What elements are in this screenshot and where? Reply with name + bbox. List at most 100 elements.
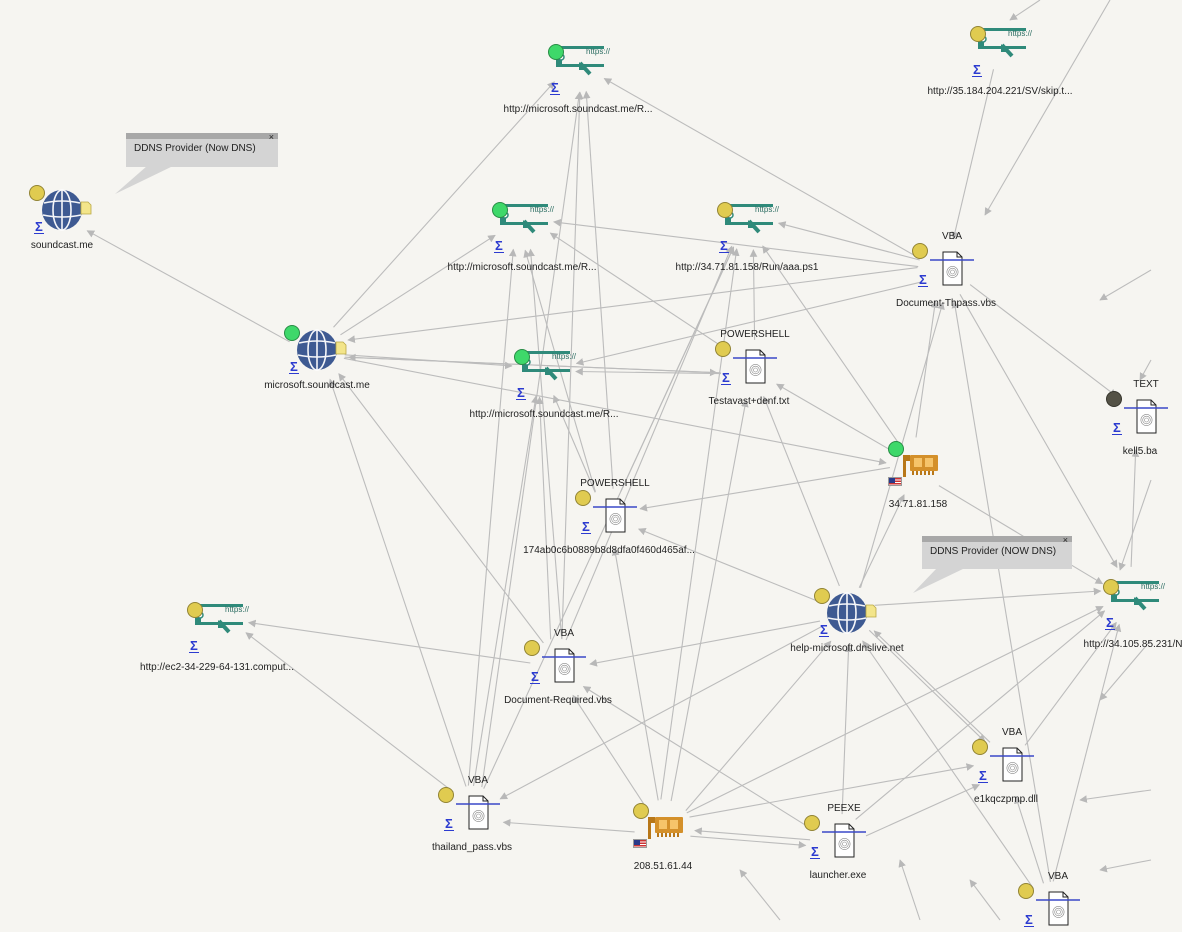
- edge-offscreen-2: [1099, 269, 1152, 301]
- sigma-icon: Σ: [819, 622, 829, 637]
- callout-pointer: [115, 166, 173, 194]
- edge-offscreen-3: [1139, 359, 1152, 381]
- edge-ip2-thai: [502, 818, 635, 833]
- edge-offscreen-4: [1118, 479, 1152, 571]
- sigma-icon: Σ: [289, 359, 299, 374]
- sigma-icon: Σ: [918, 272, 928, 287]
- edge-ip2-doc_req: [572, 694, 646, 807]
- edge-vba_bottom-help: [862, 640, 1035, 890]
- status-dot: [1018, 883, 1034, 899]
- node-label: http://35.184.204.221/SV/skip.t...: [927, 86, 1073, 97]
- node-label: Document-Required.vbs: [504, 695, 612, 706]
- edge-doc_thpass-url4: [777, 221, 920, 261]
- edge-doc_thpass-kell5: [969, 284, 1118, 397]
- note-icon: [335, 341, 347, 359]
- edge-testavast-url4: [749, 249, 758, 340]
- node-label: 174ab0c6b0889b8d8dfa0f460d465af...: [523, 545, 695, 556]
- edge-thai-url5: [472, 395, 539, 786]
- node-type-label: PEEXE: [827, 803, 861, 814]
- edge-ip2-url4: [660, 248, 740, 800]
- fingerprint-file-icon: [1036, 891, 1080, 932]
- close-icon[interactable]: ×: [1062, 535, 1068, 545]
- node-label: thailand_pass.vbs: [431, 842, 513, 853]
- fingerprint-file-icon: [822, 823, 866, 864]
- edge-ps_hash-url1: [582, 90, 614, 489]
- status-dot: [633, 803, 649, 819]
- edge-e1k-url6: [1024, 621, 1117, 746]
- edge-ip2-ps_hash: [611, 547, 659, 801]
- node-type-label: VBA: [553, 628, 575, 639]
- edge-offscreen-10: [1079, 789, 1152, 803]
- node-label: 34.71.81.158: [888, 499, 948, 510]
- edge-doc_thpass-url3: [553, 218, 919, 268]
- edge-vba_bottom-e1k: [1014, 795, 1045, 884]
- sigma-icon: Σ: [550, 80, 560, 95]
- status-dot: [804, 815, 820, 831]
- status-dot: [814, 588, 830, 604]
- fingerprint-file-icon: [542, 648, 586, 689]
- edge-launcher-e1k: [865, 784, 981, 837]
- note-icon: [865, 604, 877, 622]
- sigma-icon: Σ: [972, 62, 982, 77]
- edge-offscreen-9: [739, 869, 781, 921]
- callout-text: DDNS Provider (NOW DNS): [930, 546, 1057, 557]
- sigma-icon: Σ: [721, 370, 731, 385]
- sigma-icon: Σ: [810, 844, 820, 859]
- edge-ip2-url6: [686, 606, 1104, 814]
- node-label: 208.51.61.44: [633, 861, 693, 872]
- sigma-icon: Σ: [719, 238, 729, 253]
- edge-thai-url3: [467, 248, 517, 786]
- edge-help-doc_req: [589, 620, 821, 667]
- sigma-icon: Σ: [34, 219, 44, 234]
- node-label: kell5.ba: [1122, 446, 1158, 457]
- edge-doc_req-url1: [561, 91, 584, 640]
- url-tag: https://: [552, 352, 577, 361]
- edge-thai-url1: [481, 91, 583, 788]
- edge-vba_bottom-doc_thpass: [951, 300, 1051, 882]
- sigma-icon: Σ: [1024, 912, 1034, 927]
- edge-ip1-testavast: [776, 383, 895, 453]
- edge-thai-msc: [328, 378, 467, 787]
- callout-text: DDNS Provider (Now DNS): [134, 143, 256, 154]
- edge-launcher-url6: [855, 610, 1106, 820]
- node-type-label: POWERSHELL: [580, 478, 650, 489]
- ddns-provider-callout: × DDNS Provider (Now DNS): [126, 133, 278, 167]
- node-type-label: POWERSHELL: [720, 329, 790, 340]
- fingerprint-file-icon: [593, 498, 637, 539]
- edge-vba_bottom-url6: [1052, 623, 1122, 882]
- status-dot: [492, 202, 508, 218]
- node-label: http://34.105.85.231/N: [1083, 639, 1182, 650]
- sigma-icon: Σ: [444, 816, 454, 831]
- us-flag-icon: [633, 839, 647, 848]
- globe-icon: [295, 328, 339, 377]
- status-dot: [29, 185, 45, 201]
- status-dot: [717, 202, 733, 218]
- close-icon[interactable]: ×: [268, 132, 274, 142]
- edge-doc_req-msc: [338, 373, 544, 644]
- status-dot: [514, 349, 530, 365]
- edge-offscreen-8: [1099, 859, 1152, 873]
- globe-icon: [825, 591, 869, 640]
- sigma-icon: Σ: [581, 519, 591, 534]
- edge-doc_thpass-url1: [603, 78, 921, 260]
- sigma-icon: Σ: [1105, 615, 1115, 630]
- edge-ip1-url4: [762, 245, 901, 446]
- edge-ip1-ps_hash: [639, 467, 890, 512]
- url-tag: https://: [586, 47, 611, 56]
- edge-testavast-url5: [575, 367, 721, 376]
- sigma-icon: Σ: [530, 669, 540, 684]
- node-label: e1kqczpmp.dll: [974, 794, 1038, 805]
- sigma-icon: Σ: [189, 638, 199, 653]
- fingerprint-file-icon: [1124, 399, 1168, 440]
- edge-offscreen-1: [984, 0, 1111, 216]
- sigma-icon: Σ: [978, 768, 988, 783]
- node-label: http://microsoft.soundcast.me/R...: [447, 262, 597, 273]
- edge-msc-url3: [340, 234, 496, 336]
- node-label: Testavast+denf.txt: [708, 396, 790, 407]
- edge-help-ps_hash: [637, 528, 822, 604]
- edge-doc_thpass-url5: [575, 281, 921, 366]
- node-label: soundcast.me: [30, 240, 94, 251]
- node-label: http://34.71.81.158/Run/aaa.ps1: [675, 262, 819, 273]
- edge-testavast-msc: [347, 353, 721, 374]
